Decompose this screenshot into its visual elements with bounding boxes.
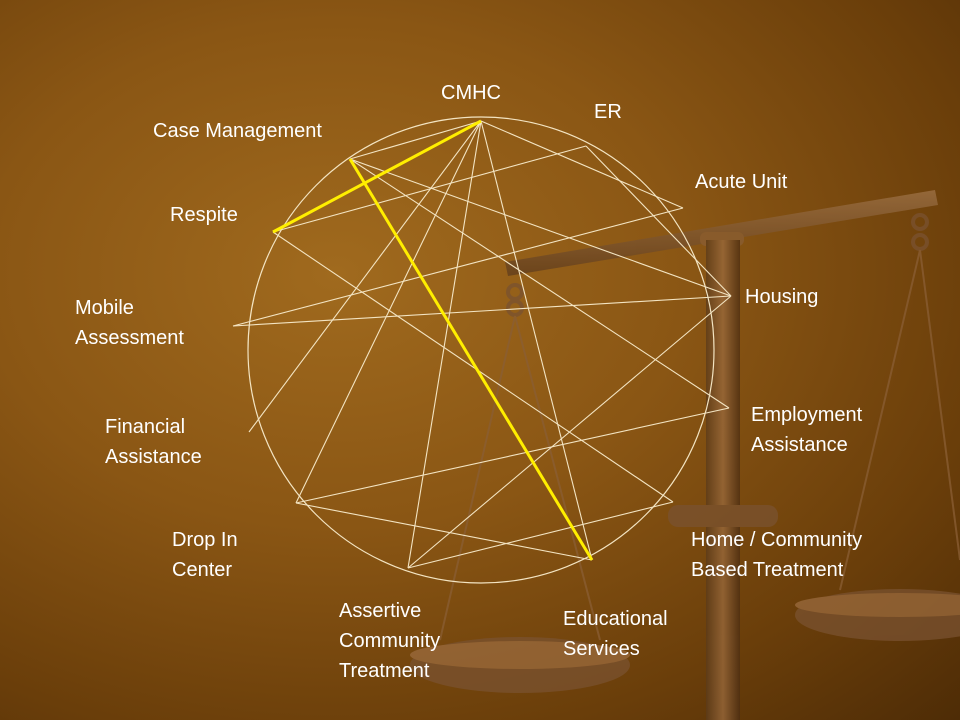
edge-cmhc-financial — [248, 120, 482, 433]
node-label-respite: Respite — [170, 204, 238, 226]
edge-er-respite — [272, 145, 587, 233]
edge-cmhc-assertive — [407, 120, 482, 569]
node-label-cmhc: CMHC — [441, 82, 501, 104]
highlight-edge-cmhc-respite — [272, 119, 482, 234]
edge-cmhc-educational — [480, 120, 593, 561]
edge-cmhc-dropin — [295, 120, 482, 504]
edge-respite-home — [272, 231, 674, 503]
edge-cmhc-acute — [480, 120, 684, 209]
node-label-home: Home / Community Based Treatment — [691, 529, 863, 581]
edge-er-housing — [585, 145, 732, 297]
highlight-edge-casemgmt-educational — [348, 158, 594, 561]
node-label-employment: Employment Assistance — [751, 404, 863, 456]
node-label-financial: Financial Assistance — [105, 416, 202, 468]
network-circle — [247, 116, 715, 584]
edge-casemgmt-housing — [349, 158, 732, 297]
edge-casemgmt-employment — [349, 158, 730, 409]
node-label-casemgmt: Case Management — [153, 120, 322, 142]
edge-employment-dropin — [295, 407, 730, 504]
node-label-educational: Educational Services — [563, 608, 668, 660]
edge-dropin-educational — [295, 502, 593, 561]
node-label-dropin: Drop In Center — [172, 529, 238, 581]
node-label-housing: Housing — [745, 286, 819, 308]
edge-housing-mobile — [232, 295, 732, 327]
scales-of-justice-icon — [410, 190, 960, 720]
edge-assertive-home — [407, 501, 674, 569]
edge-cmhc-casemgmt — [349, 120, 482, 160]
edge-acute-mobile — [232, 207, 684, 327]
node-label-er: ER — [594, 101, 622, 123]
node-label-mobile: Mobile Assessment — [75, 297, 184, 349]
node-label-acute: Acute Unit — [695, 171, 788, 193]
node-label-assertive: Assertive Community Treatment — [339, 600, 441, 682]
